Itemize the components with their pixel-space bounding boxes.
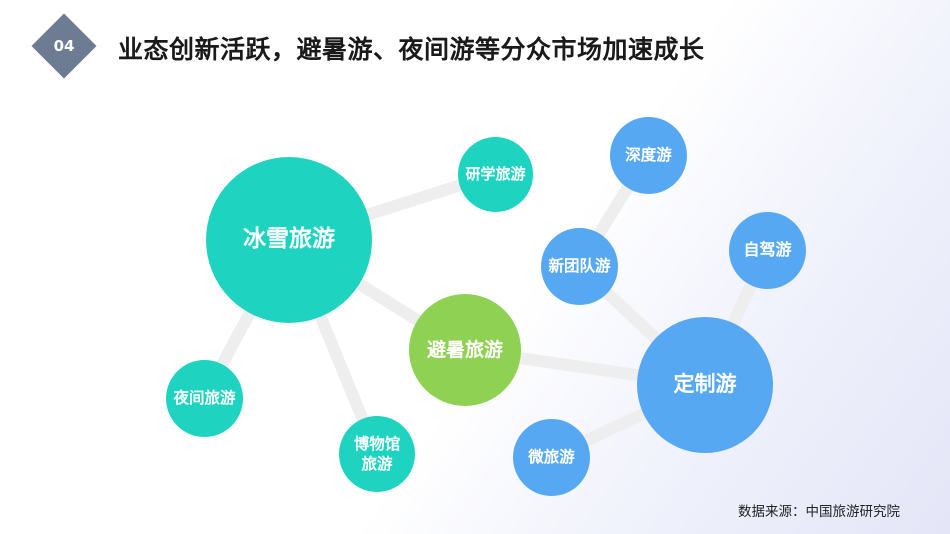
node-zijia-label: 自驾游 (743, 240, 792, 260)
node-zijia: 自驾游 (729, 212, 806, 289)
node-bowuguan-label-line1: 博物馆 (353, 434, 401, 453)
node-bowuguan-label-line2: 旅游 (361, 455, 393, 473)
data-source-note: 数据来源：中国旅游研究院 (738, 504, 900, 520)
node-weilv: 微旅游 (513, 419, 590, 496)
node-bishu: 避暑旅游 (409, 294, 521, 406)
node-bishu-label: 避暑旅游 (426, 338, 503, 361)
node-xintuandui: 新团队游 (541, 228, 618, 305)
node-bingxue: 冰雪旅游 (206, 157, 372, 323)
node-xintuandui-label: 新团队游 (548, 257, 611, 276)
node-weilv-label: 微旅游 (528, 448, 575, 467)
node-shendu-label: 深度游 (625, 146, 672, 165)
slide-header: 04 业态创新活跃，避暑游、夜间游等分众市场加速成长 (0, 0, 950, 100)
node-dingzhi: 定制游 (637, 317, 773, 453)
node-yejian-label: 夜间旅游 (173, 389, 236, 408)
node-yanxue: 研学旅游 (458, 137, 533, 212)
section-number: 04 (53, 37, 75, 55)
node-bingxue-label: 冰雪旅游 (243, 226, 335, 253)
node-yanxue-label: 研学旅游 (465, 164, 526, 183)
slide-title: 业态创新活跃，避暑游、夜间游等分众市场加速成长 (118, 35, 705, 64)
node-shendu: 深度游 (610, 117, 687, 194)
node-yejian: 夜间旅游 (166, 360, 243, 437)
node-dingzhi-label: 定制游 (673, 372, 737, 397)
node-bowuguan: 博物馆 旅游 (339, 416, 415, 492)
